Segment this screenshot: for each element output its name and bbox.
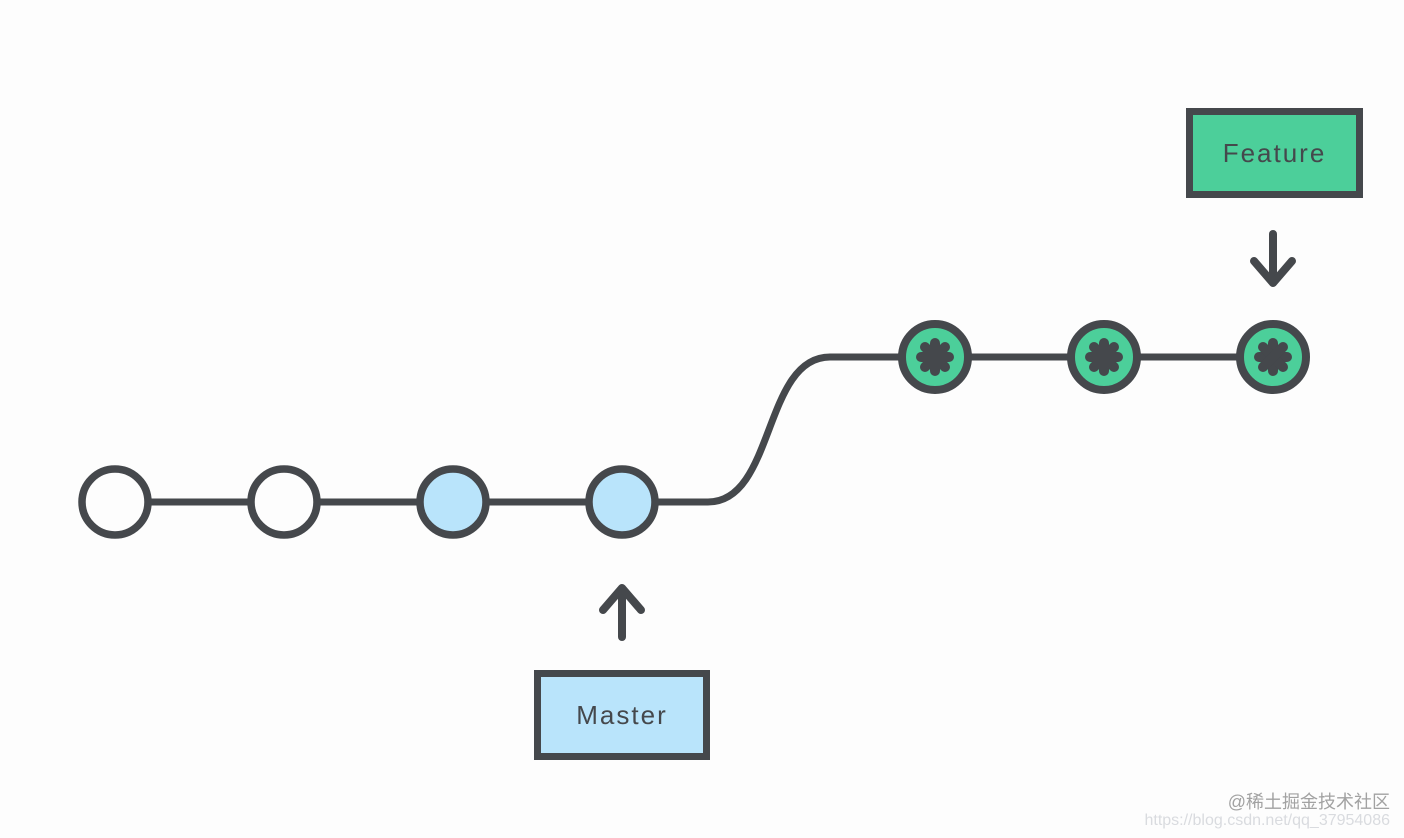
master-commit-node-1	[78, 465, 152, 539]
arrow-up-icon	[599, 584, 645, 641]
commit-asterisk-icon	[1085, 338, 1123, 376]
master-commit-node-3	[416, 465, 490, 539]
branch-curve-line	[618, 353, 939, 506]
master-commit-node-2	[247, 465, 321, 539]
feature-branch-label-box: Feature	[1186, 108, 1363, 198]
commit-asterisk-icon	[1254, 338, 1292, 376]
master-branch-label: Master	[576, 699, 668, 730]
master-commit-node-4	[585, 465, 659, 539]
master-branch-label-box: Master	[534, 670, 710, 760]
arrow-down-icon	[1250, 230, 1296, 287]
feature-branch-label: Feature	[1222, 137, 1327, 168]
commit-asterisk-icon	[916, 338, 954, 376]
